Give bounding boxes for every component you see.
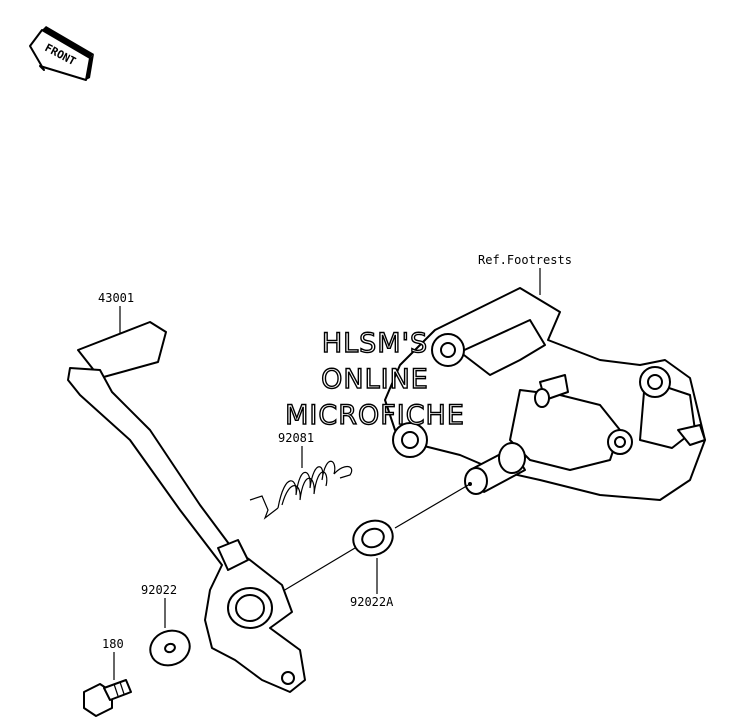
label-43001: 43001 — [98, 291, 134, 305]
label-ref-footrests: Ref.Footrests — [478, 253, 572, 267]
label-92022: 92022 — [141, 583, 177, 597]
washer-92022a — [352, 519, 394, 557]
label-92081: 92081 — [278, 431, 314, 445]
leader-shaft-washer — [394, 483, 471, 529]
brake-pedal-43001 — [67, 321, 306, 693]
watermark-line-1: HLSM'S — [322, 328, 428, 359]
watermark-line-3: MICROFICHE — [285, 400, 465, 431]
watermark-line-2: ONLINE — [321, 364, 429, 395]
spring-92081 — [249, 460, 353, 520]
label-180: 180 — [102, 637, 124, 651]
watermark: HLSM'S ONLINE MICROFICHE — [284, 327, 465, 431]
washer-92022 — [149, 629, 191, 667]
bolt-180 — [83, 679, 132, 717]
footrest-bracket — [384, 287, 706, 501]
front-arrow-badge: FRONT — [29, 26, 94, 81]
label-92022a: 92022A — [350, 595, 394, 609]
